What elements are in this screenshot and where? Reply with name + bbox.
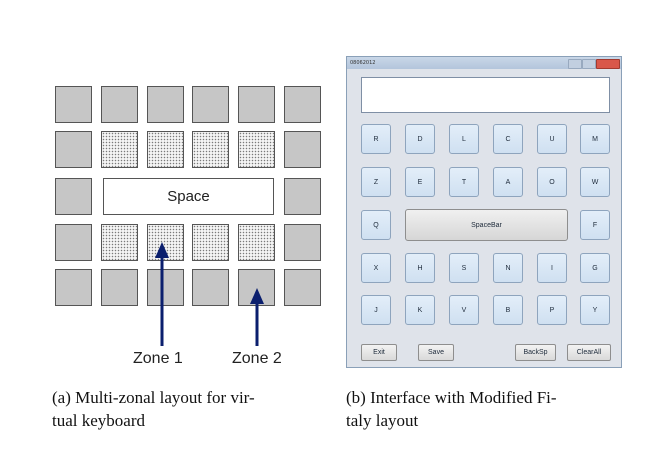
key-s[interactable]: S [449, 253, 479, 283]
key-m[interactable]: M [580, 124, 610, 154]
key-t[interactable]: T [449, 167, 479, 197]
key-q[interactable]: Q [361, 210, 391, 240]
key-y[interactable]: Y [580, 295, 610, 325]
outer-zone-key [284, 269, 321, 306]
inner-zone-key [147, 131, 184, 168]
backspace-button[interactable]: BackSp [515, 344, 556, 361]
key-c[interactable]: C [493, 124, 523, 154]
outer-zone-key [55, 224, 92, 261]
outer-zone-key [101, 269, 138, 306]
key-k[interactable]: K [405, 295, 435, 325]
keyboard-app-window: 08062012 R D L C U M Z E T A O W Q Space… [346, 56, 622, 368]
space-key: Space [103, 178, 274, 215]
caption-a-line1: (a) Multi-zonal layout for vir- [52, 388, 255, 407]
key-l[interactable]: L [449, 124, 479, 154]
maximize-icon[interactable] [582, 59, 596, 69]
inner-zone-key [192, 224, 229, 261]
key-u[interactable]: U [537, 124, 567, 154]
caption-b: (b) Interface with Modified Fi- taly lay… [346, 386, 557, 432]
key-h[interactable]: H [405, 253, 435, 283]
key-r[interactable]: R [361, 124, 391, 154]
outer-zone-key [55, 269, 92, 306]
minimize-icon[interactable] [568, 59, 582, 69]
key-d[interactable]: D [405, 124, 435, 154]
outer-zone-key [101, 86, 138, 123]
key-i[interactable]: I [537, 253, 567, 283]
key-x[interactable]: X [361, 253, 391, 283]
key-p[interactable]: P [537, 295, 567, 325]
outer-zone-key [238, 86, 275, 123]
zone2-label: Zone 2 [232, 350, 282, 367]
key-j[interactable]: J [361, 295, 391, 325]
caption-b-line2: taly layout [346, 411, 419, 430]
zone-arrows [155, 242, 264, 346]
key-z[interactable]: Z [361, 167, 391, 197]
text-output-field[interactable] [361, 77, 610, 113]
key-b[interactable]: B [493, 295, 523, 325]
key-o[interactable]: O [537, 167, 567, 197]
outer-zone-key [192, 269, 229, 306]
outer-zone-key [284, 86, 321, 123]
exit-button[interactable]: Exit [361, 344, 397, 361]
key-g[interactable]: G [580, 253, 610, 283]
key-a[interactable]: A [493, 167, 523, 197]
window-title: 08062012 [350, 60, 376, 66]
caption-a-line2: tual keyboard [52, 411, 145, 430]
clear-all-button[interactable]: ClearAll [567, 344, 611, 361]
inner-zone-key [238, 224, 275, 261]
spacebar-button[interactable]: SpaceBar [405, 209, 568, 241]
outer-zone-key [192, 86, 229, 123]
outer-zone-key [147, 86, 184, 123]
inner-zone-key [192, 131, 229, 168]
inner-zone-key [101, 224, 138, 261]
outer-zone-key [284, 178, 321, 215]
key-w[interactable]: W [580, 167, 610, 197]
outer-zone-key [55, 131, 92, 168]
outer-zone-key [284, 224, 321, 261]
close-icon[interactable] [596, 59, 620, 69]
outer-zone-key [55, 86, 92, 123]
key-n[interactable]: N [493, 253, 523, 283]
caption-b-line1: (b) Interface with Modified Fi- [346, 388, 557, 407]
outer-zone-key [284, 131, 321, 168]
zone1-label: Zone 1 [133, 350, 183, 367]
zone1-arrow-head [155, 242, 169, 258]
figure-a-multizonal-layout: Space Zone 1 Zone 2 (a) Multi-zonal layo… [52, 86, 321, 432]
key-v[interactable]: V [449, 295, 479, 325]
zone2-arrow-head [250, 288, 264, 304]
window-titlebar: 08062012 [347, 57, 621, 69]
key-f[interactable]: F [580, 210, 610, 240]
outer-zone-key [55, 178, 92, 215]
key-e[interactable]: E [405, 167, 435, 197]
outer-zone-key [147, 269, 184, 306]
inner-zone-key [101, 131, 138, 168]
caption-a: (a) Multi-zonal layout for vir- tual key… [52, 386, 255, 432]
save-button[interactable]: Save [418, 344, 454, 361]
inner-zone-key [238, 131, 275, 168]
